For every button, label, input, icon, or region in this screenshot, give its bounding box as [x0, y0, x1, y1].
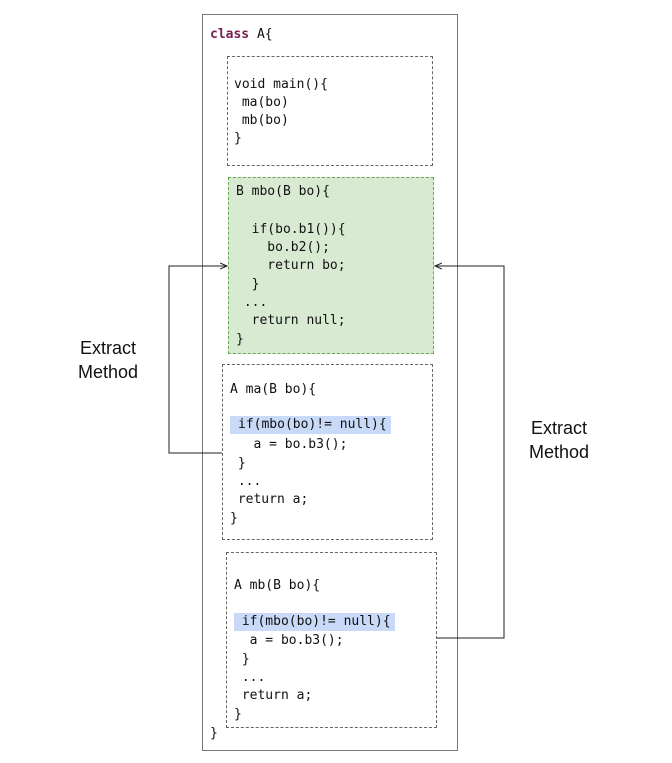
ma-signature: A ma(B bo){	[230, 382, 317, 397]
mb-body-5: }	[234, 707, 242, 722]
ma-body-4: return a;	[230, 492, 309, 507]
main-line-1: void main(){	[234, 77, 328, 92]
mb-signature: A mb(B bo){	[234, 578, 321, 593]
left-label-line-2: Method	[77, 362, 139, 382]
left-extract-label: Extract Method	[60, 336, 156, 384]
ma-body-1: a = bo.b3();	[230, 437, 348, 452]
mbo-line-3: if(bo.b1()){	[236, 222, 346, 237]
mbo-line-5: return bo;	[236, 258, 346, 273]
left-extract-arrow	[168, 266, 227, 454]
mbo-line-6: }	[236, 277, 260, 292]
main-line-3: mb(bo)	[234, 113, 289, 128]
right-label-line-2: Method	[528, 442, 590, 462]
mb-body-4: return a;	[234, 688, 313, 703]
class-keyword: class	[210, 27, 250, 42]
mbo-line-7: ...	[236, 295, 268, 310]
class-name: A{	[256, 27, 273, 42]
mbo-line-9: }	[236, 332, 244, 347]
method-ma-box	[222, 364, 433, 540]
right-extract-arrow	[435, 266, 505, 639]
mb-body-1: a = bo.b3();	[234, 633, 344, 648]
class-a-container	[202, 14, 458, 751]
ma-highlighted-condition: if(mbo(bo)!= null){	[230, 416, 391, 434]
ma-body-5: }	[230, 511, 238, 526]
mb-body-3: ...	[234, 670, 266, 685]
mb-body-2: }	[234, 652, 250, 667]
class-header: class A{	[210, 26, 273, 44]
left-label-line-1: Extract	[79, 338, 136, 358]
extracted-method-box	[228, 177, 434, 354]
mbo-line-1: B mbo(B bo){	[236, 184, 330, 199]
main-line-2: ma(bo)	[234, 95, 289, 110]
main-method-box	[227, 56, 433, 166]
method-mb-box	[226, 552, 437, 728]
mbo-line-8: return null;	[236, 313, 346, 328]
mb-highlighted-condition: if(mbo(bo)!= null){	[234, 613, 395, 631]
class-close-brace: }	[210, 726, 218, 741]
ma-body-3: ...	[230, 474, 262, 489]
right-extract-label: Extract Method	[511, 416, 607, 464]
main-line-4: }	[234, 131, 242, 146]
right-label-line-1: Extract	[530, 418, 587, 438]
ma-body-2: }	[230, 456, 246, 471]
mbo-line-4: bo.b2();	[236, 240, 330, 255]
